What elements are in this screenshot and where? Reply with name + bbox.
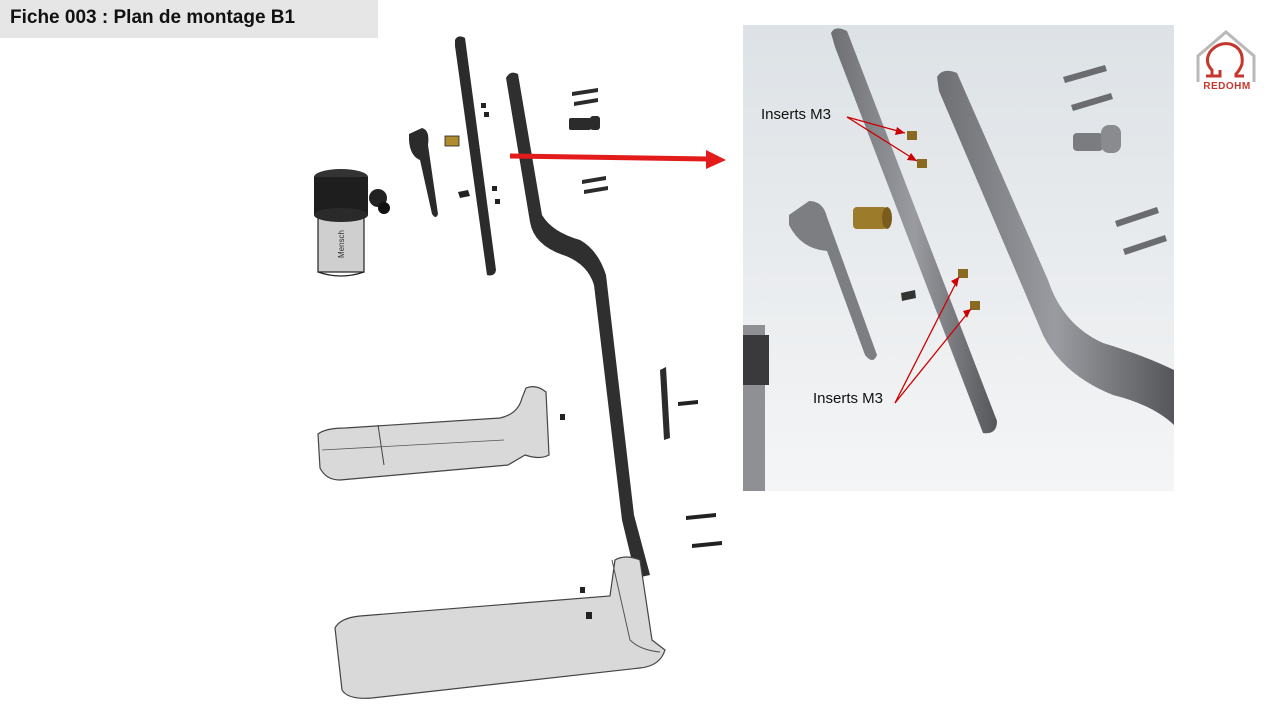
zoom-photo [743, 25, 1174, 491]
callout-inserts-bottom: Inserts M3 [813, 390, 884, 407]
svg-text:Mensch: Mensch [337, 230, 346, 258]
motor-unit: Mensch [314, 169, 390, 277]
page-title: Fiche 003 : Plan de montage B1 [10, 7, 296, 28]
title-bar: Fiche 003 : Plan de montage B1 [0, 0, 378, 38]
logo-wordmark: REDOHM [1203, 81, 1251, 92]
zoom-photo-image [743, 25, 1174, 491]
house-omega-icon [1196, 30, 1256, 82]
callout-inserts-top: Inserts M3 [761, 106, 832, 123]
